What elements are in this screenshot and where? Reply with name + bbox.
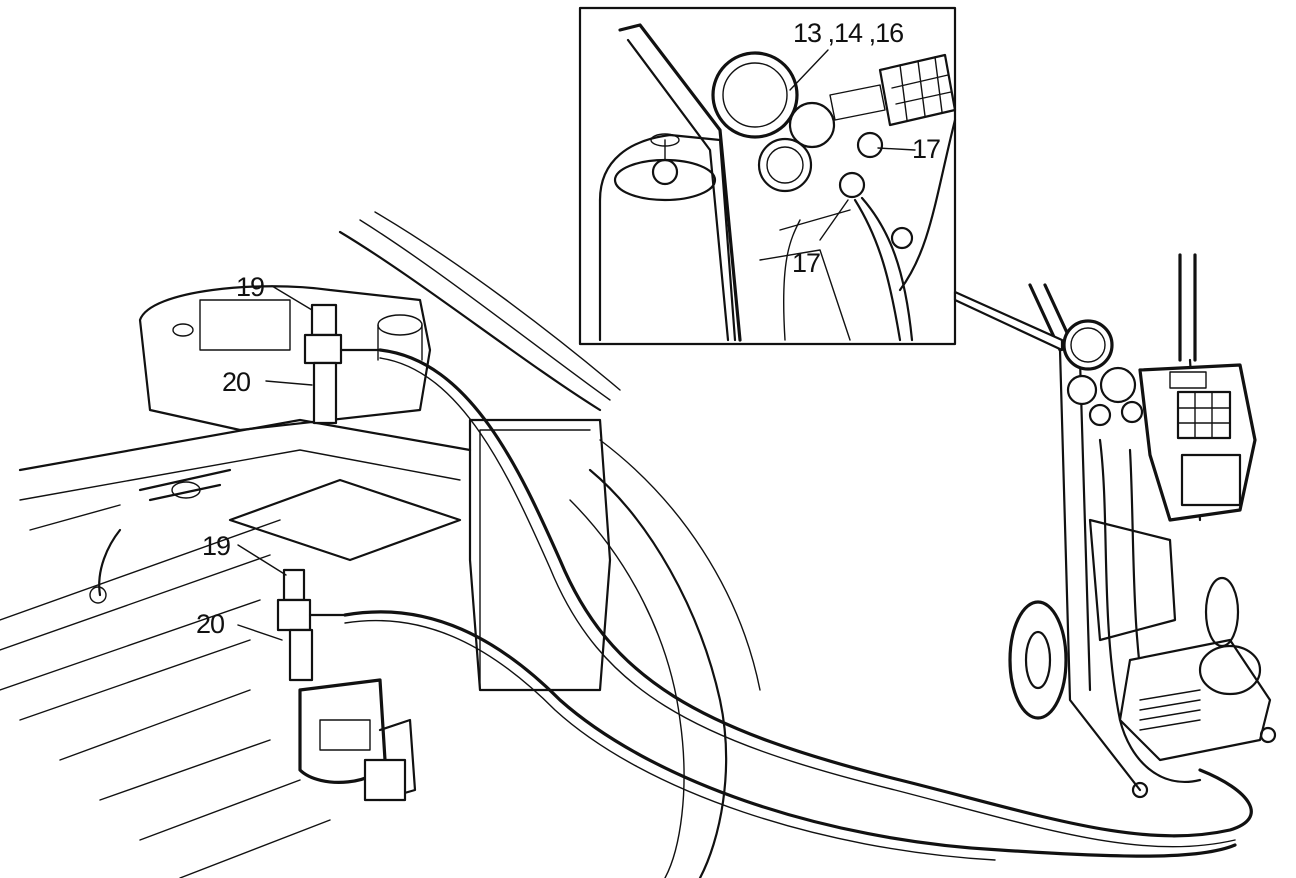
callout-13-14-16: 13 ,14 ,16	[793, 18, 903, 48]
upper-service-fitting	[303, 303, 382, 425]
lower-service-fitting	[276, 568, 347, 682]
callout-leaders	[237, 49, 916, 641]
inset-detail	[578, 6, 1064, 352]
callout-20-upper: 20	[222, 367, 250, 397]
callout-20-lower: 20	[196, 609, 224, 639]
callout-19-upper: 19	[236, 272, 264, 302]
callout-19-lower: 19	[202, 531, 230, 561]
engine-bay	[0, 211, 761, 878]
callout-17-lower: 17	[792, 248, 820, 278]
hoses	[343, 348, 1253, 861]
receiver-drier	[298, 678, 417, 802]
service-station	[1008, 253, 1277, 799]
callout-17-upper: 17	[912, 134, 940, 164]
